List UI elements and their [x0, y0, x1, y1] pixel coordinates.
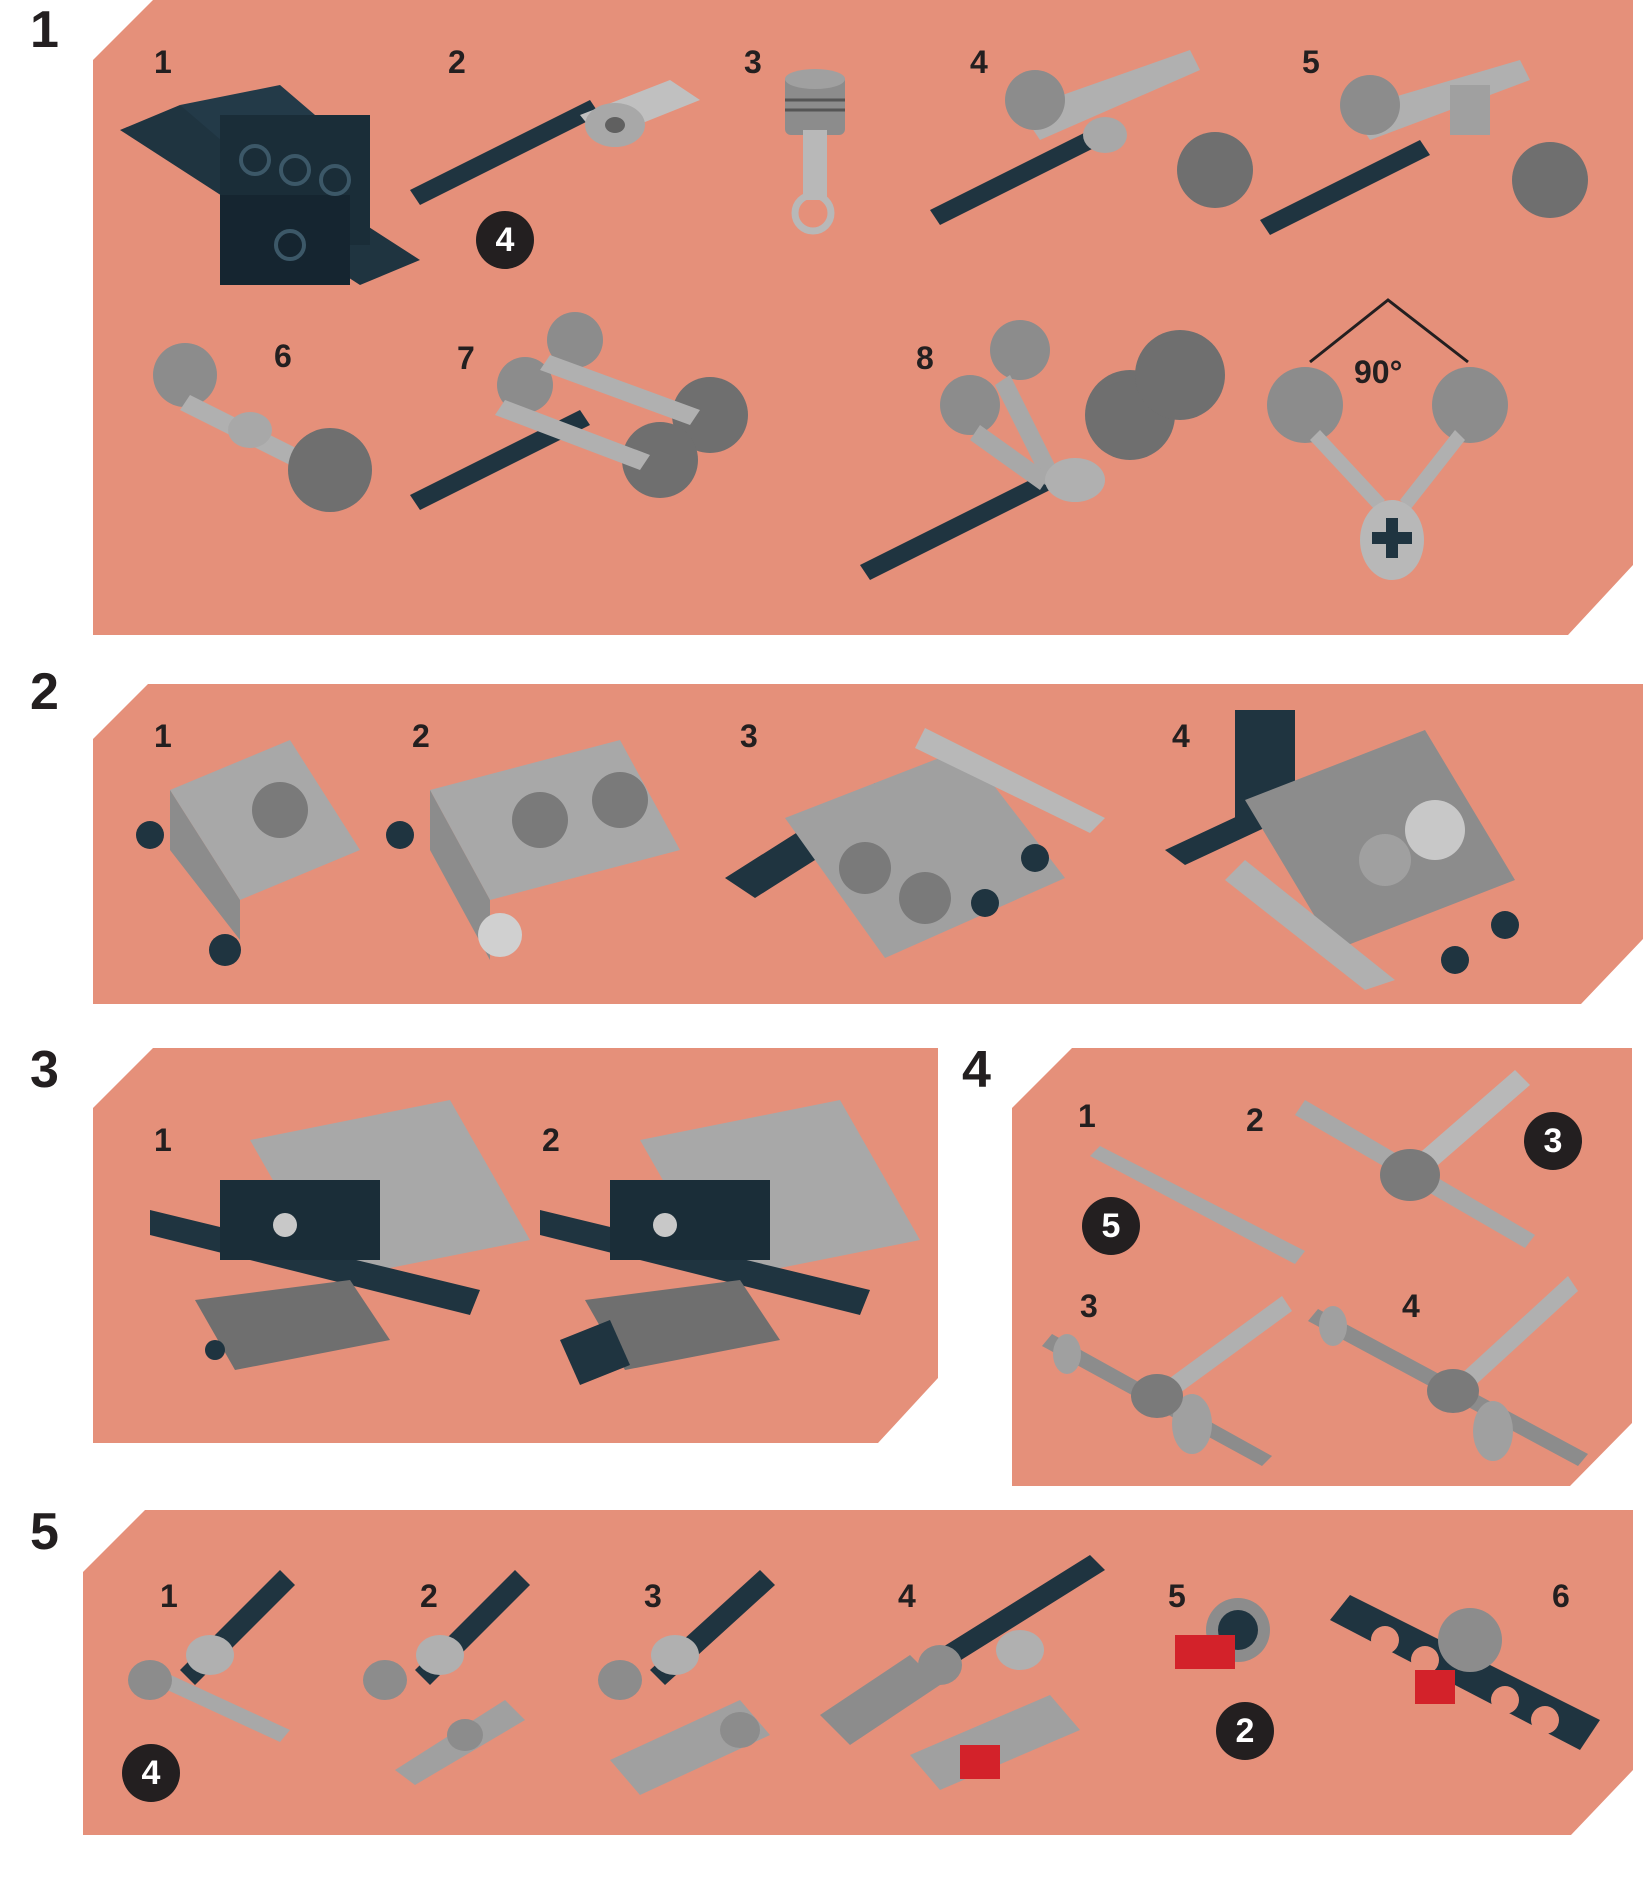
- s1-step-5-number: 5: [1302, 44, 1320, 80]
- s5-step-1-number: 1: [160, 1578, 178, 1614]
- section-5-number: 5: [30, 1503, 59, 1561]
- s3-step-1-engine-with-mount: [150, 1100, 530, 1370]
- s1-step-8-v-engine-assembly: [860, 320, 1225, 580]
- s1-step-8-number: 8: [916, 340, 934, 376]
- s2-step-3-number: 3: [740, 718, 758, 754]
- s3-step-1-number: 1: [154, 1122, 172, 1158]
- s5-step-5-number: 5: [1168, 1578, 1186, 1614]
- s5-step-6-beam-with-gear: [1330, 1595, 1600, 1750]
- s1-step-4-axle-with-pistons: [930, 50, 1253, 225]
- section-3-number: 3: [30, 1041, 59, 1099]
- s3-step-2-engine-with-mount-axle: [540, 1100, 920, 1385]
- s1-step-6-number: 6: [274, 338, 292, 374]
- section-2-number: 2: [30, 663, 59, 721]
- s5-step-4-number: 4: [898, 1578, 916, 1614]
- s2-step-3-engine-block: [725, 728, 1105, 958]
- s5-quantity-callout-4: 4: [122, 1744, 180, 1802]
- s2-step-1-number: 1: [154, 718, 172, 754]
- s4-step-3-number: 3: [1080, 1288, 1098, 1324]
- s1-step-3-number: 3: [744, 44, 762, 80]
- s3-step-2-number: 2: [542, 1122, 560, 1158]
- s4-quantity-callout-5: 5: [1082, 1197, 1140, 1255]
- s2-step-2-number: 2: [412, 718, 430, 754]
- s1-angle-diagram: [1267, 298, 1508, 580]
- s5-step-4-crank-assembly: [820, 1555, 1105, 1790]
- s5-step-1-crank-part: [128, 1570, 295, 1742]
- s4-step-1-axle: [1090, 1146, 1305, 1264]
- s2-step-1-cylinder-block: [136, 740, 360, 966]
- s5-step-3-crank-part: [598, 1570, 775, 1795]
- s1-step-3-piston: [785, 69, 845, 235]
- s5-step-5-gear-with-red-pin: [1175, 1598, 1270, 1669]
- s4-step-2-axle-with-joiner: [1295, 1070, 1535, 1248]
- s5-quantity-callout-2: 2: [1216, 1702, 1274, 1760]
- s4-step-1-number: 1: [1078, 1098, 1096, 1134]
- s4-step-3-axle-assembly: [1042, 1296, 1292, 1466]
- s1-quantity-callout: 4: [476, 211, 534, 269]
- s1-step-4-number: 4: [970, 44, 988, 80]
- s4-step-4-axle-assembly: [1308, 1276, 1588, 1466]
- s2-step-2-cylinder-block-double: [386, 740, 680, 960]
- s1-step-2-number: 2: [448, 44, 466, 80]
- s4-step-4-number: 4: [1402, 1288, 1420, 1324]
- section-1-number: 1: [30, 1, 59, 59]
- s1-step-7-number: 7: [457, 340, 475, 376]
- s1-step-7-four-piston-assembly: [410, 312, 748, 510]
- s2-step-4-engine-block-with-crankshaft: [1165, 710, 1519, 990]
- s4-quantity-callout-3: 3: [1524, 1112, 1582, 1170]
- section-4-number: 4: [962, 1041, 991, 1099]
- s1-step-6-double-piston: [153, 343, 372, 512]
- s1-step-2-axle-connector: [410, 80, 700, 205]
- s1-angle-label: 90°: [1354, 354, 1403, 390]
- s1-step-1-number: 1: [154, 44, 172, 80]
- s5-step-2-number: 2: [420, 1578, 438, 1614]
- s5-step-3-number: 3: [644, 1578, 662, 1614]
- s1-step-5-axle-with-pistons: [1260, 60, 1588, 235]
- s1-step-1-brick-assembly: [120, 85, 420, 285]
- s5-step-2-crank-part: [363, 1570, 530, 1785]
- s4-step-2-number: 2: [1246, 1102, 1264, 1138]
- s2-step-4-number: 4: [1172, 718, 1190, 754]
- s5-step-6-number: 6: [1552, 1578, 1570, 1614]
